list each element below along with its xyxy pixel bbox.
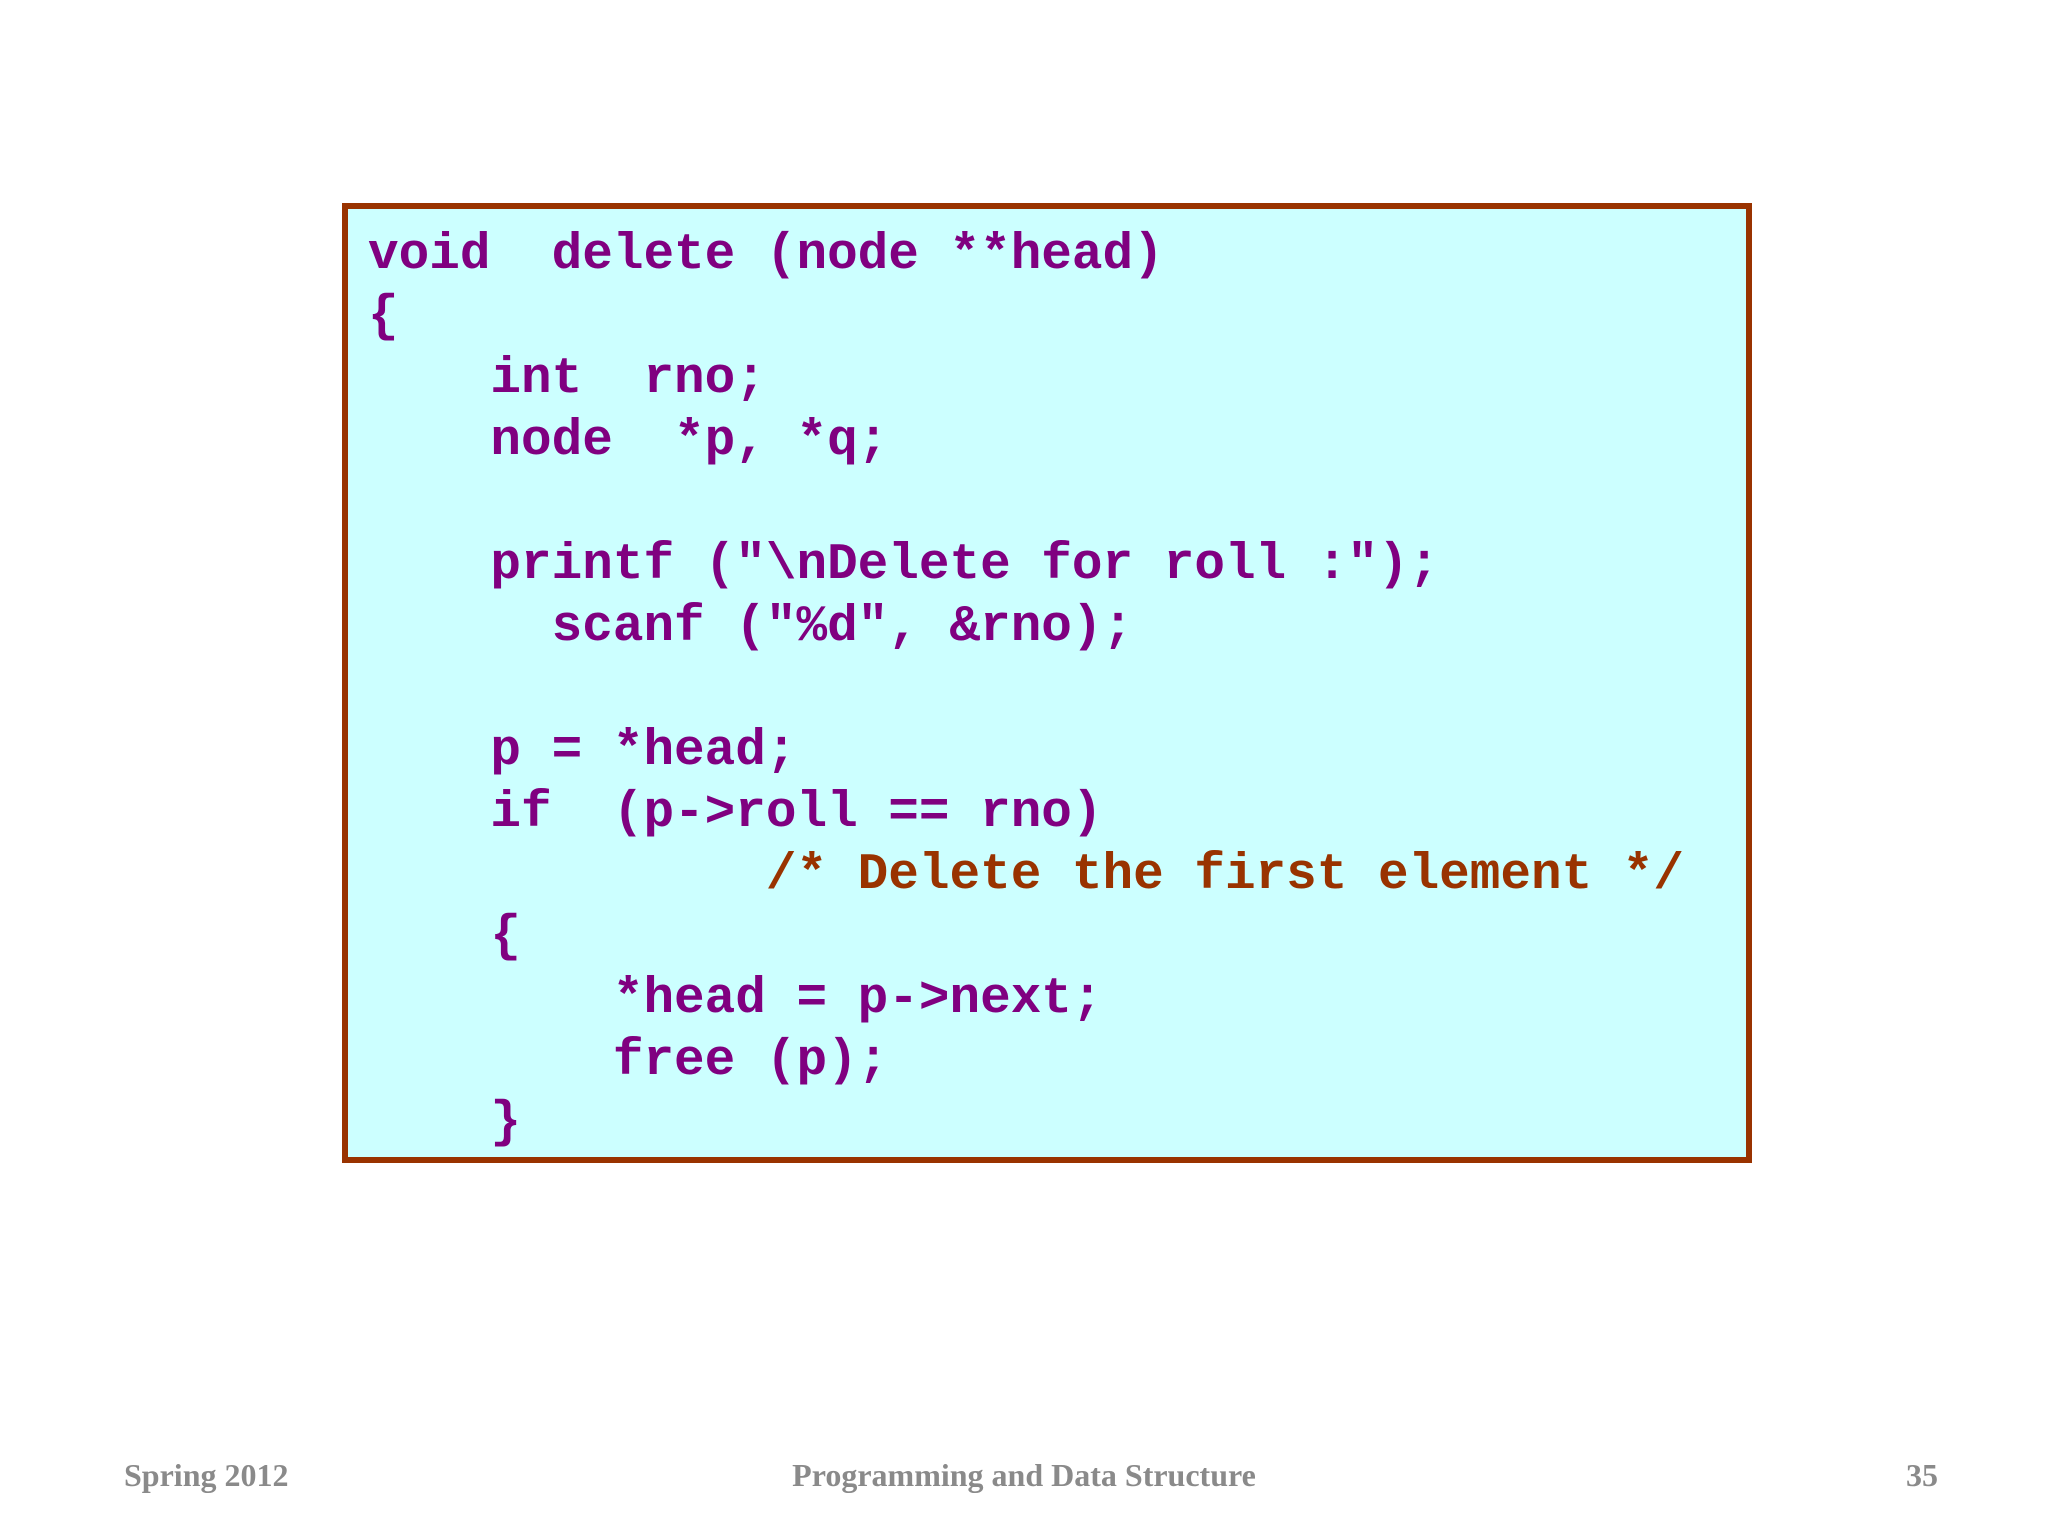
code-line-12: { <box>368 909 522 966</box>
code-line-3: int rno; <box>368 351 766 408</box>
code-box: void delete (node **head) { int rno; nod… <box>342 203 1752 1163</box>
code-line-1: void delete (node **head) <box>368 227 1164 284</box>
code-line-14: free (p); <box>368 1033 889 1090</box>
code-line-4: node *p, *q; <box>368 413 889 470</box>
code-comment-line: /* Delete the first element */ <box>368 847 1685 904</box>
code-line-10: if (p->roll == rno) <box>368 785 1103 842</box>
footer-term: Spring 2012 <box>124 1457 289 1493</box>
code-line-7: scanf ("%d", &rno); <box>368 599 1134 656</box>
footer-page-number: 35 <box>1906 1457 1938 1493</box>
code-line-13: *head = p->next; <box>368 971 1103 1028</box>
code-line-9: p = *head; <box>368 723 797 780</box>
code-line-6: printf ("\nDelete for roll :"); <box>368 537 1440 594</box>
footer-course-title: Programming and Data Structure <box>792 1457 1256 1493</box>
code-line-15: } <box>368 1095 522 1152</box>
code-line-2: { <box>368 289 399 346</box>
